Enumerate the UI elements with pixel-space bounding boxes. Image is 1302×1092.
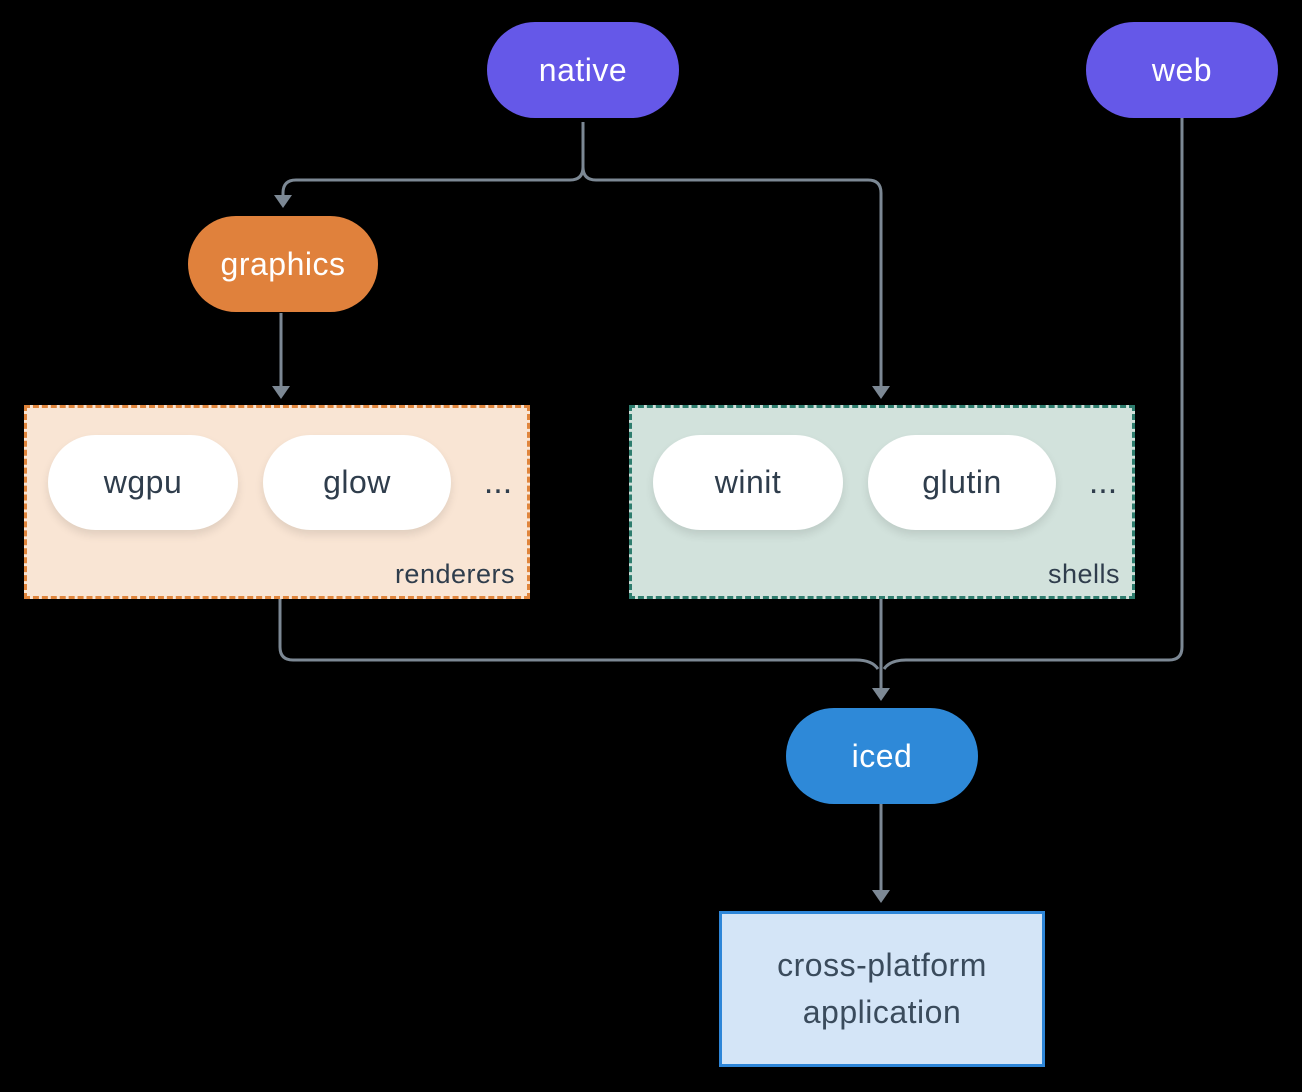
node-graphics-label: graphics — [220, 245, 346, 282]
arrowhead-iced — [872, 688, 890, 701]
edge-native-shells — [581, 122, 883, 387]
pill-winit: winit — [653, 435, 843, 530]
group-renderers: wgpu glow ... renderers — [24, 405, 530, 599]
pill-glow: glow — [263, 435, 451, 530]
node-web-label: web — [1151, 51, 1213, 88]
edge-web-iced — [882, 118, 1184, 670]
node-native: native — [487, 22, 679, 118]
pill-glutin: glutin — [868, 435, 1056, 530]
group-renderers-label: renderers — [394, 559, 515, 589]
node-iced: iced — [786, 708, 978, 804]
node-native-label: native — [538, 51, 628, 88]
arrowhead-shells — [872, 386, 890, 399]
pill-winit-label: winit — [714, 464, 782, 500]
renderers-ellipsis: ... — [483, 463, 513, 501]
node-graphics: graphics — [188, 216, 378, 312]
group-shells: winit glutin ... shells — [629, 405, 1135, 599]
edge-native-graphics — [281, 122, 585, 196]
edge-renderers-iced — [278, 599, 880, 670]
arrowhead-renderers — [272, 386, 290, 399]
node-web: web — [1086, 22, 1278, 118]
pill-glutin-label: glutin — [922, 464, 1002, 500]
pill-wgpu-label: wgpu — [103, 464, 183, 500]
arrowhead-application — [872, 890, 890, 903]
node-application: cross-platform application — [719, 911, 1045, 1067]
group-shells-label: shells — [1047, 559, 1120, 589]
node-iced-label: iced — [851, 737, 913, 774]
pill-wgpu: wgpu — [48, 435, 238, 530]
pill-glow-label: glow — [323, 464, 391, 500]
shells-ellipsis: ... — [1088, 463, 1118, 501]
node-application-label-line1: cross-platform — [777, 947, 987, 983]
node-application-label-line2: application — [802, 994, 962, 1030]
arrowhead-graphics — [274, 195, 292, 208]
